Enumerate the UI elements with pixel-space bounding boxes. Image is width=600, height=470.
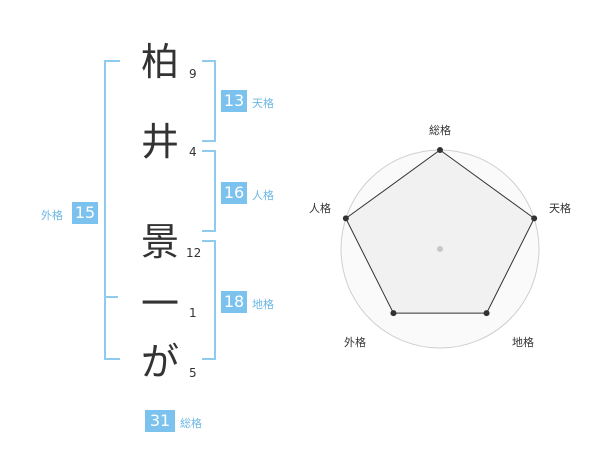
name-char-3: 景 xyxy=(140,220,179,264)
name-char-2: 井 xyxy=(140,120,179,164)
radar-point xyxy=(390,310,397,317)
jinkaku-bracket xyxy=(202,150,216,232)
tenkaku-label: 天格 xyxy=(252,97,274,110)
tenkaku-value-badge: 13 xyxy=(221,90,247,112)
radar-point xyxy=(483,310,490,317)
stroke-count-3: 12 xyxy=(186,246,202,260)
chikaku-value-badge: 18 xyxy=(221,291,247,313)
stroke-count-5: 5 xyxy=(189,366,197,380)
chikaku-bracket xyxy=(202,240,216,360)
tenkaku-bracket xyxy=(202,60,216,142)
jinkaku-value-badge: 16 xyxy=(221,182,247,204)
radar-point xyxy=(437,147,443,153)
jinkaku-label: 人格 xyxy=(252,189,274,202)
chikaku-label: 地格 xyxy=(252,298,274,311)
name-char-1: 柏 xyxy=(140,40,179,84)
soukaku-label: 総格 xyxy=(180,417,202,430)
radar-label-chikaku: 地格 xyxy=(512,335,534,349)
radar-points xyxy=(342,147,538,317)
gaikaku-value-badge: 15 xyxy=(72,202,98,224)
name-char-5: が xyxy=(140,340,179,384)
radar-point xyxy=(531,215,538,222)
radar-center-dot xyxy=(437,246,443,252)
radar-label-tenkaku: 天格 xyxy=(549,201,571,215)
radar-point xyxy=(342,215,349,222)
radar-label-gaikaku: 外格 xyxy=(344,335,366,349)
stroke-count-1: 9 xyxy=(189,67,197,81)
stroke-count-4: 1 xyxy=(189,306,197,320)
gaikaku-label: 外格 xyxy=(41,209,63,222)
radar-polygon xyxy=(345,149,535,314)
gaikaku-bracket xyxy=(104,60,120,360)
radar-label-jinkaku: 人格 xyxy=(309,201,331,215)
radar-label-soukaku: 総格 xyxy=(429,123,451,137)
gaikaku-bracket-tick xyxy=(104,296,118,298)
stroke-count-2: 4 xyxy=(189,145,197,159)
name-char-4: 一 xyxy=(140,282,179,326)
soukaku-value-badge: 31 xyxy=(145,410,175,432)
